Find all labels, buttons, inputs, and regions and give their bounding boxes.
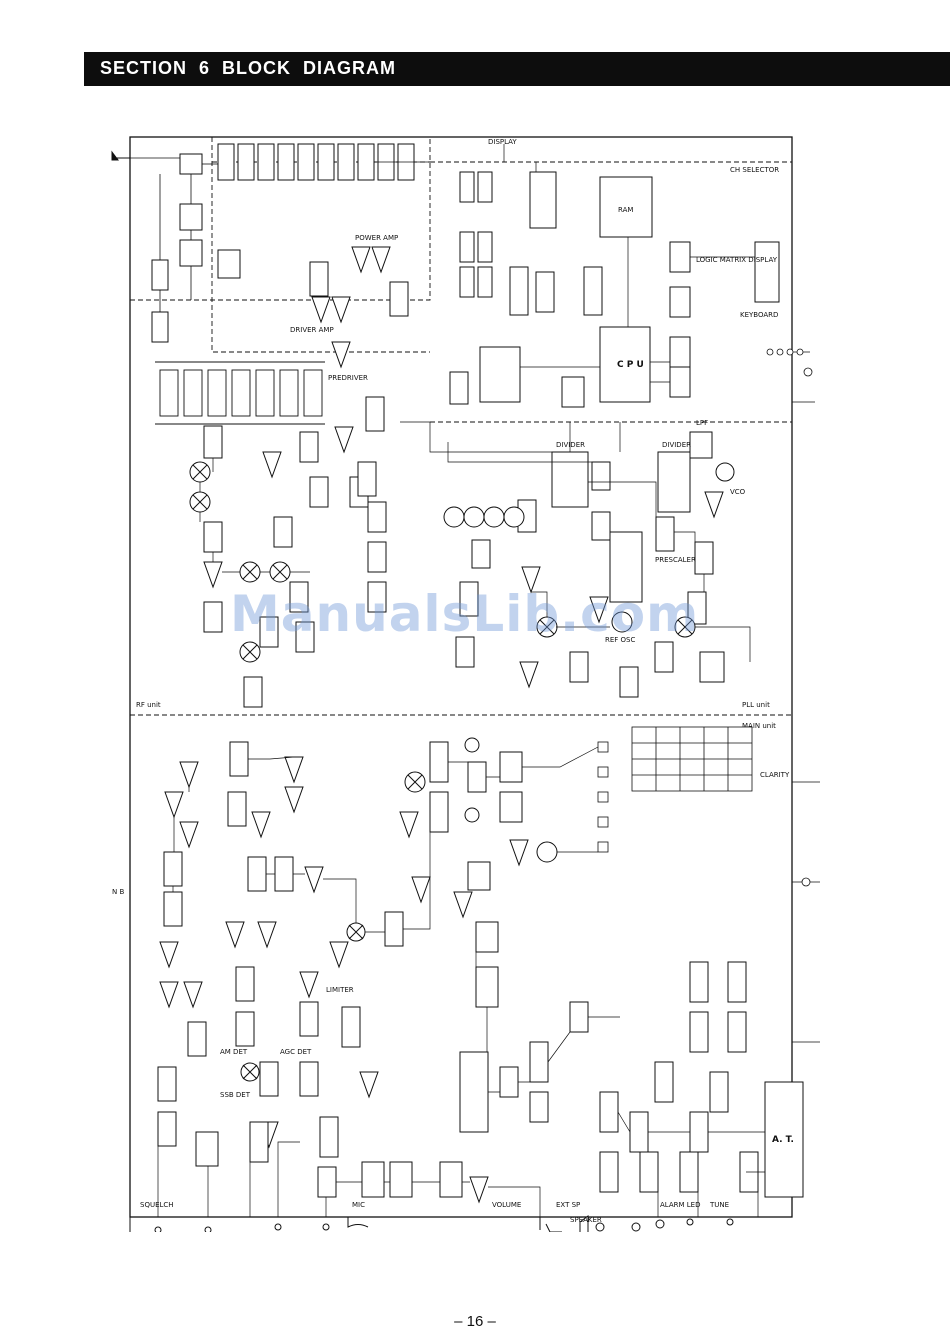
at-label: A. T.: [772, 1135, 794, 1145]
pll-chain: [443, 431, 735, 698]
bottom-io: [129, 1215, 734, 1232]
block-diagram: RF unit PLL unit MAIN unit: [100, 122, 822, 1232]
right-terminals: [766, 348, 813, 887]
speaker-label: SPEAKER: [570, 1216, 602, 1224]
crystal-table: [597, 726, 753, 853]
limiter-label: LIMITER: [326, 986, 354, 994]
main-unit-label: MAIN unit: [742, 722, 776, 730]
main-if-chain: [157, 741, 419, 1198]
cpu-label: C P U: [617, 360, 644, 370]
tune-label: TUNE: [709, 1201, 729, 1209]
bpf-bank: [155, 361, 325, 425]
rf-unit-label: RF unit: [136, 701, 161, 709]
wiring: [129, 144, 820, 1217]
clarity-label: CLARITY: [760, 771, 790, 779]
agc-det-label: AGC DET: [280, 1048, 312, 1056]
predriver-label: PREDRIVER: [328, 374, 368, 382]
lpf-label: LPF: [696, 419, 708, 427]
keyboard-label: KEYBOARD: [740, 311, 778, 319]
section-header: SECTION 6 BLOCK DIAGRAM: [84, 52, 950, 86]
squelch-label: SQUELCH: [140, 1201, 174, 1209]
driver-amp-label: DRIVER AMP: [290, 326, 334, 334]
pll-control-section: [449, 171, 780, 408]
ext-sp-label: EXT SP: [556, 1201, 580, 1209]
ram-label: RAM: [618, 206, 633, 214]
power-amp-section: [309, 246, 409, 497]
pll-unit-label: PLL unit: [742, 701, 770, 709]
section-title: SECTION 6 BLOCK DIAGRAM: [100, 58, 397, 78]
page-number: – 16 –: [454, 1313, 496, 1330]
nb-label: N B: [112, 888, 124, 896]
mic-label: MIC: [352, 1201, 365, 1209]
prescaler-label: PRESCALER: [655, 556, 696, 564]
alarm-label: ALARM LED: [660, 1201, 700, 1209]
ssb-det-label: SSB DET: [220, 1091, 251, 1099]
antenna-section: [111, 143, 415, 343]
divider-label: DIVIDER: [556, 441, 585, 449]
power-amp-label: POWER AMP: [355, 234, 398, 242]
vco-label: VCO: [730, 488, 746, 496]
display-label: DISPLAY: [488, 138, 517, 146]
ch-selector-label: CH SELECTOR: [730, 166, 779, 174]
am-det-label: AM DET: [220, 1048, 248, 1056]
ref-osc-label: REF OSC: [605, 636, 635, 644]
rf-chain: [189, 425, 387, 708]
schematic-svg: RF unit PLL unit MAIN unit: [111, 136, 820, 1232]
divider-label-2: DIVIDER: [662, 441, 691, 449]
logic-matrix-label: LOGIC MATRIX DISPLAY: [696, 256, 778, 264]
main-center-section: [361, 737, 759, 1204]
volume-label: VOLUME: [492, 1201, 521, 1209]
at-block: [629, 961, 804, 1198]
